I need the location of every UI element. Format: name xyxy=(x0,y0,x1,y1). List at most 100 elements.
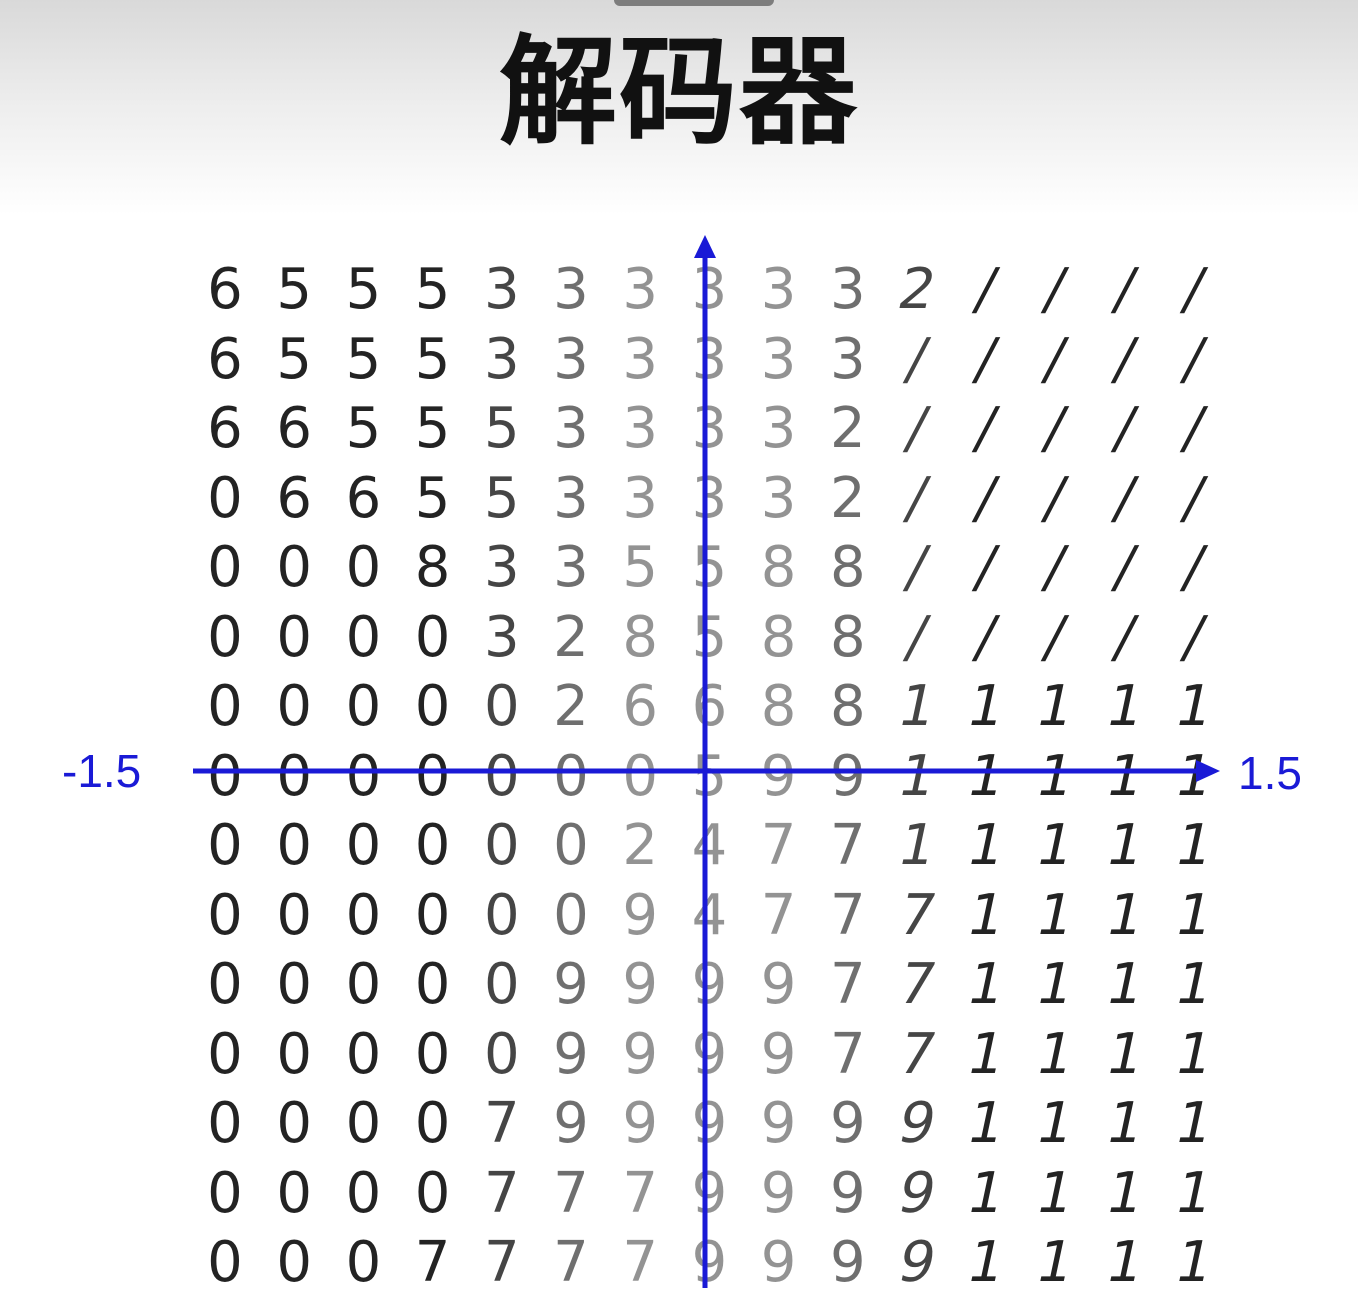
digit-cell: 5 xyxy=(414,465,451,531)
digit-cell: 6 xyxy=(207,396,243,461)
digit-cell: 8 xyxy=(760,535,797,600)
digit-cell: 0 xyxy=(414,604,451,670)
digit-cell: 3 xyxy=(691,326,728,392)
digit-cell: 9 xyxy=(760,1091,797,1156)
digit-cell: 3 xyxy=(691,257,728,322)
digit-cell: 5 xyxy=(691,535,728,600)
digit-cell: 0 xyxy=(483,813,520,878)
digit-cell: 8 xyxy=(829,604,866,670)
digit-cell: 5 xyxy=(691,604,728,670)
digit-cell: 0 xyxy=(276,1021,312,1087)
digit-cell: 0 xyxy=(483,882,520,948)
digit-cell: 7 xyxy=(414,1230,451,1295)
x-axis-max-label: 1.5 xyxy=(1238,747,1302,799)
digit-cell: 2 xyxy=(829,396,866,461)
digit-cell: 0 xyxy=(207,674,243,739)
digit-cell: 3 xyxy=(760,396,797,461)
digit-cell: 9 xyxy=(760,1160,797,1226)
digit-cell: 7 xyxy=(829,882,866,948)
digit-cell: 9 xyxy=(760,952,797,1017)
digit-cell: 8 xyxy=(414,535,451,600)
digit-cell: 0 xyxy=(207,1230,243,1295)
page-title: 解码器 xyxy=(498,23,859,161)
digit-cell: 5 xyxy=(691,743,728,809)
digit-cell: 0 xyxy=(207,743,243,809)
digit-cell: 9 xyxy=(760,743,797,809)
digit-cell: 5 xyxy=(345,396,382,461)
digit-cell: 3 xyxy=(622,396,658,461)
digit-cell: 6 xyxy=(622,674,658,739)
digit-cell: 8 xyxy=(622,604,658,670)
digit-cell: 0 xyxy=(207,535,243,600)
digit-cell: 3 xyxy=(622,465,658,531)
digit-cell: 5 xyxy=(276,257,312,322)
digit-cell: 0 xyxy=(276,1091,312,1156)
digit-cell: 9 xyxy=(760,1021,797,1087)
digit-cell: 7 xyxy=(553,1160,589,1226)
digit-cell: 0 xyxy=(414,952,451,1017)
digit-cell: 0 xyxy=(207,1160,243,1226)
digit-cell: 6 xyxy=(207,326,243,392)
digit-cell: 0 xyxy=(483,1021,520,1087)
digit-cell: 7 xyxy=(829,952,866,1017)
digit-cell: 3 xyxy=(483,257,520,322)
digit-cell: 0 xyxy=(276,813,312,878)
digit-cell: 0 xyxy=(553,743,589,809)
digit-cell: 5 xyxy=(483,465,520,531)
digit-cell: 7 xyxy=(483,1230,520,1295)
digit-cell: 3 xyxy=(760,326,797,392)
digit-cell: 0 xyxy=(207,604,243,670)
digit-cell: 0 xyxy=(276,1160,312,1226)
digit-cell: 0 xyxy=(345,743,382,809)
digit-cell: 3 xyxy=(553,326,589,392)
digit-cell: 0 xyxy=(207,882,243,948)
digit-cell: 0 xyxy=(345,1091,382,1156)
digit-cell: 3 xyxy=(483,604,520,670)
digit-cell: 3 xyxy=(829,257,866,322)
digit-cell: 0 xyxy=(414,1160,451,1226)
digit-cell: 0 xyxy=(276,743,312,809)
digit-cell: 7 xyxy=(483,1160,520,1226)
digit-cell: 0 xyxy=(345,813,382,878)
digit-cell: 3 xyxy=(553,396,589,461)
digit-cell: 7 xyxy=(760,813,797,878)
digit-cell: 9 xyxy=(760,1230,797,1295)
digit-cell: 0 xyxy=(207,465,243,531)
digit-cell: 3 xyxy=(622,257,658,322)
digit-cell: 6 xyxy=(691,674,728,739)
digit-cell: 0 xyxy=(345,952,382,1017)
digit-cell: 9 xyxy=(691,952,728,1017)
digit-cell: 9 xyxy=(622,1021,658,1087)
digit-cell: 0 xyxy=(345,1160,382,1226)
digit-cell: 3 xyxy=(553,465,589,531)
digit-cell: 9 xyxy=(691,1160,728,1226)
digit-cell: 3 xyxy=(553,535,589,600)
digit-cell: 5 xyxy=(622,535,658,600)
digit-cell: 6 xyxy=(345,465,382,531)
digit-cell: 0 xyxy=(207,1091,243,1156)
digit-cell: 8 xyxy=(829,535,866,600)
digit-cell: 0 xyxy=(276,604,312,670)
digit-cell: 0 xyxy=(345,535,382,600)
digit-cell: 0 xyxy=(414,882,451,948)
digit-cell: 9 xyxy=(691,1230,728,1295)
digit-cell: 5 xyxy=(414,326,451,392)
digit-cell: 0 xyxy=(276,1230,312,1295)
digit-cell: 8 xyxy=(760,674,797,739)
digit-cell: 9 xyxy=(553,952,589,1017)
digit-cell: 7 xyxy=(483,1091,520,1156)
digit-cell: 9 xyxy=(691,1021,728,1087)
digit-cell: 3 xyxy=(760,465,797,531)
digit-cell: 0 xyxy=(276,535,312,600)
digit-cell: 8 xyxy=(760,604,797,670)
digit-cell: 9 xyxy=(829,1160,866,1226)
top-handle xyxy=(614,0,774,6)
digit-cell: 7 xyxy=(829,813,866,878)
digit-cell: 5 xyxy=(345,326,382,392)
digit-cell: 9 xyxy=(829,743,866,809)
digit-cell: 0 xyxy=(414,674,451,739)
digit-cell: 0 xyxy=(414,743,451,809)
digit-cell: 9 xyxy=(553,1021,589,1087)
